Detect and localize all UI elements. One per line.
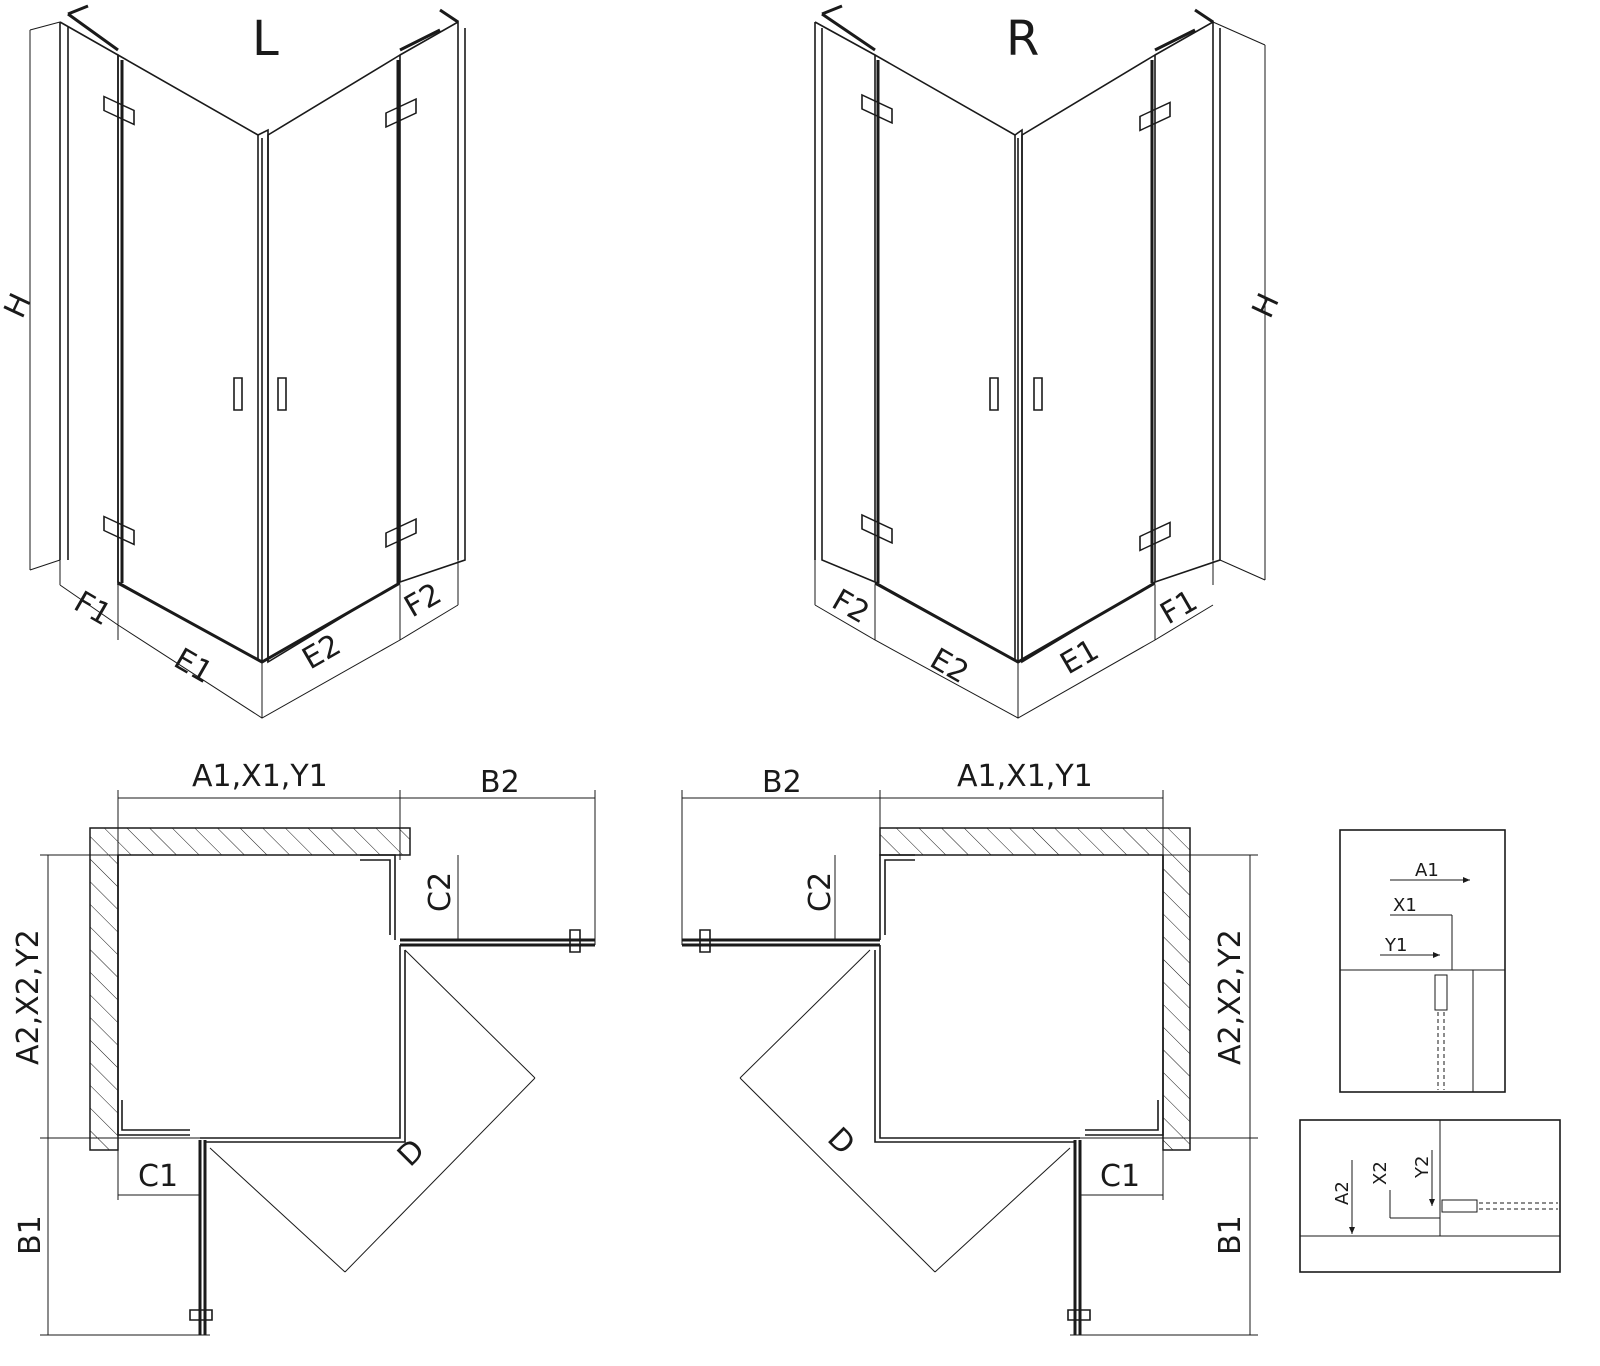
label-f1: F1 [68, 585, 117, 633]
door-open-b2 [682, 938, 880, 947]
label-c1: C1 [1100, 1159, 1140, 1194]
door-open-b1 [1073, 1140, 1082, 1335]
dim-floor [814, 560, 1214, 719]
iso-view-right: R H F2 E2 E1 F1 [814, 4, 1287, 719]
label-f2: F2 [399, 576, 448, 624]
label-e1: E1 [168, 642, 218, 691]
profile-section [1441, 1199, 1478, 1213]
top-bracket-left [821, 4, 876, 52]
label-a2x2y2: A2,X2,Y2 [11, 929, 46, 1065]
label-h: H [0, 288, 39, 323]
detail-frame [1299, 1119, 1561, 1273]
door-left [117, 53, 259, 662]
dim-b2 [400, 790, 596, 945]
variant-label-r: R [1006, 11, 1039, 67]
label-a1x1y1: A1,X1,Y1 [192, 759, 328, 794]
door-open-b2 [400, 938, 595, 947]
handle-icon [233, 377, 287, 411]
door-open-b1 [198, 1140, 207, 1335]
door-handle [569, 929, 581, 953]
dim-b1 [40, 1138, 210, 1336]
label-b1: B1 [13, 1215, 48, 1255]
label-e2: E2 [924, 642, 974, 691]
label-c1: C1 [138, 1159, 178, 1194]
hinge-icon [103, 95, 417, 549]
door-left [874, 53, 1016, 662]
dim-b1 [1070, 1138, 1258, 1336]
plan-view-left: A1,X1,Y1 B2 A2,X2,Y2 B1 C1 C2 D [11, 759, 596, 1336]
label-detail-y2: Y2 [1412, 1156, 1433, 1179]
glass-section [1437, 1012, 1445, 1090]
label-e1: E1 [1055, 633, 1105, 682]
label-a2x2y2: A2,X2,Y2 [1213, 929, 1248, 1065]
label-d: D [820, 1121, 861, 1162]
label-detail-y1: Y1 [1384, 935, 1407, 956]
label-e2: E2 [297, 628, 347, 677]
glass-section [1479, 1202, 1558, 1210]
fixed-panel-left [814, 21, 876, 583]
label-c2: C2 [423, 872, 458, 912]
dim-a1 [117, 790, 401, 860]
handle-icon [989, 377, 1043, 411]
label-b2: B2 [762, 765, 802, 800]
label-detail-a2: A2 [1332, 1181, 1353, 1205]
variant-label-l: L [252, 11, 279, 67]
label-f2: F2 [826, 583, 875, 631]
label-detail-x1: X1 [1393, 895, 1417, 916]
dim-b2 [681, 790, 880, 945]
enclosure-outline [200, 945, 406, 1143]
profile-bottom [117, 855, 190, 1136]
label-f1: F1 [1155, 583, 1204, 631]
dim-a1 [879, 790, 1164, 860]
door-right [267, 53, 401, 664]
label-c2: C2 [803, 872, 838, 912]
detail-top: A1 X1 Y1 [1339, 829, 1506, 1093]
corner-post [257, 128, 269, 662]
dim-a2 [1080, 854, 1258, 1139]
hinge-icon [861, 93, 1171, 552]
wall [879, 827, 1191, 1151]
top-bracket-left [67, 4, 119, 52]
door-handle [1067, 1309, 1091, 1321]
wall [89, 827, 411, 1151]
detail-bottom: A2 X2 Y2 [1299, 1119, 1561, 1273]
door-handle [699, 929, 711, 953]
profile-section [1434, 974, 1448, 1011]
top-bracket-right [399, 8, 459, 52]
fixed-panel-left [59, 21, 119, 585]
dim-c1 [117, 1150, 200, 1200]
fixed-panel-right [399, 20, 466, 583]
plan-view-right: A1,X1,Y1 B2 A2,X2,Y2 B1 C1 C2 D [681, 759, 1258, 1336]
top-bracket-right [1154, 8, 1214, 52]
dim-c1 [1080, 1150, 1164, 1200]
dim-h [1212, 21, 1266, 581]
label-h: H [1246, 288, 1287, 323]
label-detail-a1: A1 [1415, 860, 1439, 881]
profile-bottom [1085, 855, 1164, 1136]
enclosure-outline [874, 945, 1080, 1143]
dim-floor [59, 560, 459, 719]
fixed-panel-right [1154, 20, 1221, 583]
dim-d [739, 949, 1071, 1273]
door-right [1021, 53, 1156, 664]
corner-post [1014, 128, 1023, 662]
detail-frame [1339, 829, 1506, 1093]
door-handle [189, 1309, 213, 1321]
dim-d [209, 949, 536, 1273]
profile-top [360, 854, 396, 940]
label-b2: B2 [480, 765, 520, 800]
iso-view-left: L H F1 E1 E2 F2 [0, 4, 466, 719]
dim-a2 [40, 854, 200, 1139]
label-a1x1y1: A1,X1,Y1 [957, 759, 1093, 794]
label-detail-x2: X2 [1370, 1161, 1391, 1185]
bottom-seal [117, 581, 401, 664]
profile-top [879, 854, 915, 940]
dim-h [29, 21, 61, 571]
label-b1: B1 [1213, 1215, 1248, 1255]
